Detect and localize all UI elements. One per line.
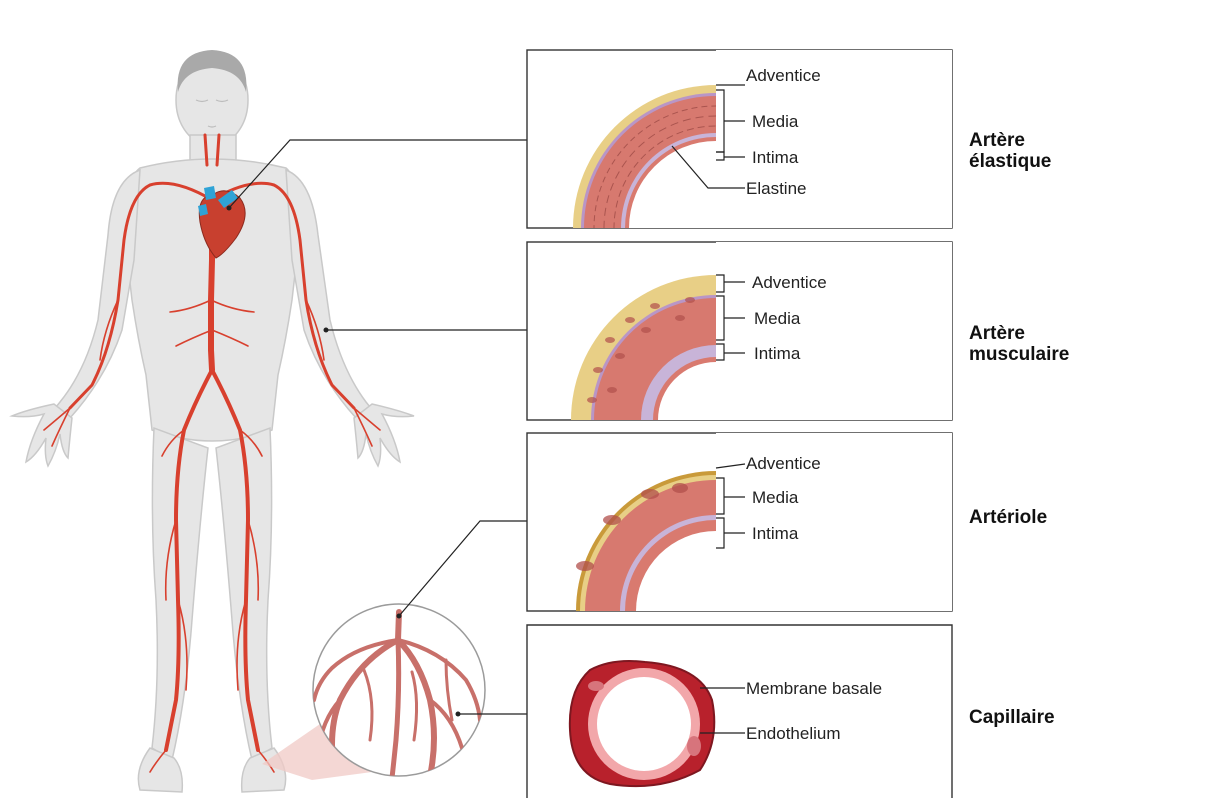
label-membrane-basale: Membrane basale xyxy=(746,679,882,698)
label-intima: Intima xyxy=(752,148,799,167)
label-adventice: Adventice xyxy=(746,454,821,473)
label-endothelium: Endothelium xyxy=(746,724,841,743)
vessel-cross-section xyxy=(570,661,714,786)
capillary-network-icon xyxy=(262,604,485,780)
label-media: Media xyxy=(752,112,799,131)
title-muscular-line1: Artère xyxy=(969,323,1025,344)
label-media: Media xyxy=(754,309,801,328)
label-intima: Intima xyxy=(752,524,799,543)
label-intima: Intima xyxy=(754,344,801,363)
label-elastine: Elastine xyxy=(746,179,806,198)
title-muscular-line2: musculaire xyxy=(969,344,1069,365)
title-elastic-line2: élastique xyxy=(969,151,1051,172)
title-elastic-line1: Artère xyxy=(969,130,1025,151)
label-adventice: Adventice xyxy=(752,273,827,292)
title-capillary: Capillaire xyxy=(969,707,1055,728)
title-arteriole: Artériole xyxy=(969,507,1047,528)
panel-capillary: Membrane basale Endothelium Capillaire xyxy=(527,625,1055,798)
label-adventice: Adventice xyxy=(746,66,821,85)
label-media: Media xyxy=(752,488,799,507)
